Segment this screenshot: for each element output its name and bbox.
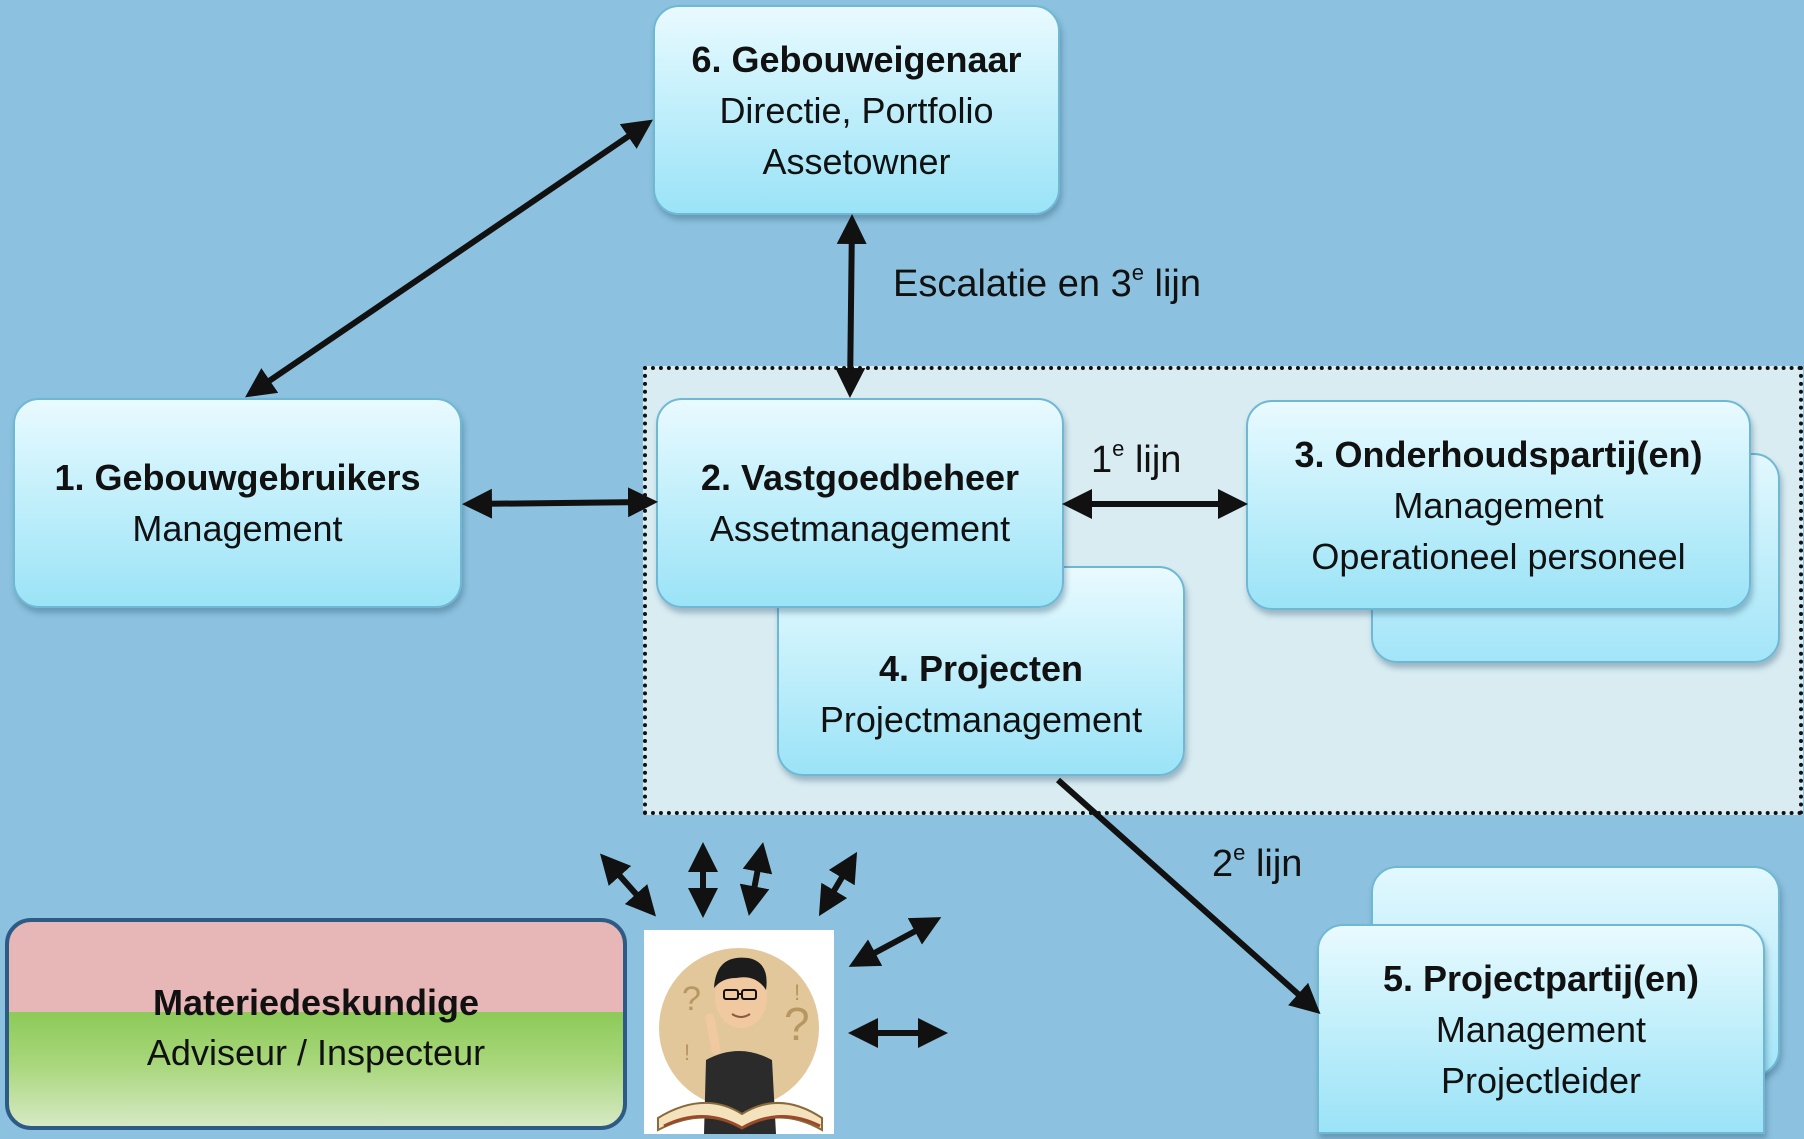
arrow-expert-5	[848, 917, 942, 967]
box-title: 2. Vastgoedbeheer	[700, 457, 1020, 498]
arrow-gebruikers-eigenaar	[245, 119, 653, 398]
box-line: Directie, Portfolio	[719, 89, 994, 131]
box-title: 5. Projectpartij(en)	[1382, 957, 1700, 999]
label-escalatie: Escalatie en 3e lijn	[893, 260, 1201, 305]
box-title: 6. Gebouweigenaar	[691, 38, 1022, 80]
box-title: Materiedeskundige	[152, 982, 480, 1023]
box-line: Assetmanagement	[709, 508, 1011, 549]
arrow-expert-1	[600, 853, 656, 917]
box-projectpartijen[interactable]: 5. Projectpartij(en) Management Projectl…	[1317, 924, 1765, 1134]
box-line: Projectmanagement	[819, 699, 1143, 740]
label-tweede-lijn: 2e lijn	[1212, 840, 1303, 885]
box-gebouweigenaar[interactable]: 6. Gebouweigenaar Directie, Portfolio As…	[653, 5, 1060, 215]
box-line: Adviseur / Inspecteur	[146, 1032, 486, 1073]
svg-text:?: ?	[682, 980, 701, 1018]
label-eerste-lijn: 1e lijn	[1091, 436, 1182, 481]
box-materiedeskundige[interactable]: Materiedeskundige Adviseur / Inspecteur	[5, 918, 627, 1130]
box-line: Assetowner	[762, 140, 951, 182]
arrow-projecten-projectpartijen	[1056, 777, 1321, 1014]
box-line: Operationeel personeel	[1311, 535, 1686, 577]
box-line: Projectleider	[1440, 1059, 1642, 1101]
box-gebouwgebruikers[interactable]: 1. Gebouwgebruikers Management	[13, 398, 462, 608]
arrow-expert-3	[739, 842, 773, 916]
arrow-gebruikers-vastgoed	[462, 487, 658, 519]
box-line: Management	[132, 508, 343, 549]
svg-text:?: ?	[784, 998, 810, 1050]
box-title: 1. Gebouwgebruikers	[54, 457, 421, 498]
reading-person-icon: ? ? ! !	[644, 930, 834, 1134]
arrow-eigenaar-vastgoed	[835, 214, 867, 398]
arrow-expert-4	[818, 851, 858, 917]
box-line: Management	[1435, 1008, 1647, 1050]
box-title: 4. Projecten	[878, 648, 1084, 689]
svg-text:!: !	[794, 980, 800, 1005]
svg-text:!: !	[684, 1040, 690, 1065]
box-title: 3. Onderhoudspartij(en)	[1294, 433, 1703, 475]
box-line: Management	[1393, 484, 1604, 526]
box-onderhoudspartijen[interactable]: 3. Onderhoudspartij(en) Management Opera…	[1246, 400, 1751, 610]
